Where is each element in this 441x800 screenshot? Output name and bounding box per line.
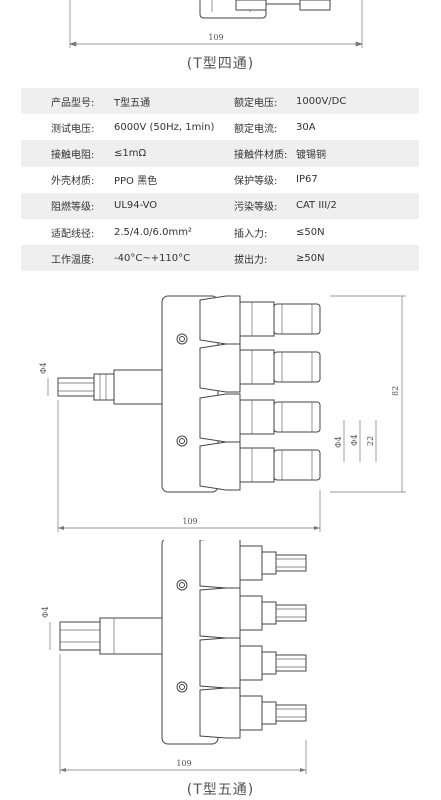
spec-row: 适配线径: 2.5/4.0/6.0mm² 插入力: ≤50N <box>21 219 419 245</box>
spec-value: 30A <box>296 121 316 133</box>
male-outlet <box>199 687 307 739</box>
spec-label: 测试电压: <box>51 123 95 135</box>
d1-dia-right-b: Φ4 <box>350 434 359 446</box>
spec-table: 产品型号:T型五通额定电压:1000V/DC 测试电压: 6000V (50Hz, … <box>21 88 419 272</box>
d1-dim-height: 82 <box>391 386 400 396</box>
d1-dia-left: Φ4 <box>39 362 48 374</box>
spec-value: 6000V (50Hz, 1min) <box>114 121 215 133</box>
female-outlet <box>199 343 321 393</box>
caption-bottom: (T型五通) <box>186 782 255 798</box>
spec-label: 外壳材质: <box>51 176 95 188</box>
spec-value: ≥50N <box>296 245 419 272</box>
d2-dia-left: Φ4 <box>41 606 50 618</box>
top-dim-length: 109 <box>208 33 223 42</box>
female-outlet <box>199 441 321 491</box>
spec-value: PPO 黑色 <box>114 176 158 188</box>
spec-row: 产品型号:T型五通额定电压:1000V/DC <box>21 88 419 115</box>
spec-value: UL94-VO <box>114 192 234 219</box>
spec-value: 1000V/DC <box>296 88 419 115</box>
spec-row: 测试电压: 6000V (50Hz, 1min) 额定电流: 30A <box>21 114 419 140</box>
spec-label: 额定电压: <box>234 88 296 115</box>
caption-top: (T型四通) <box>186 56 255 72</box>
spec-label: 拔出力: <box>234 245 296 272</box>
spec-label: 接触件材质: <box>234 140 296 167</box>
drawing-two: Φ4 109 <box>41 540 307 774</box>
d1-dia-right-a: Φ4 <box>334 436 343 448</box>
spec-label: 额定电流: <box>234 123 278 135</box>
male-outlet <box>199 540 307 589</box>
spec-label: 接触电阻: <box>21 140 114 167</box>
female-outlet <box>199 393 321 443</box>
spec-label: 阻燃等级: <box>21 192 114 219</box>
female-outlet <box>199 295 321 345</box>
male-outlet <box>199 587 307 639</box>
spec-label: 保护等级: <box>234 176 278 188</box>
spec-value: ≤1mΩ <box>114 140 234 167</box>
spec-label: 污染等级: <box>234 192 296 219</box>
d1-pitch: 22 <box>366 436 375 446</box>
spec-value: ≤50N <box>296 226 325 238</box>
spec-label: 产品型号: <box>21 88 114 115</box>
drawing-one: Φ4 82 Φ4 Φ4 22 109 <box>39 295 406 532</box>
spec-value: -40°C~+110°C <box>114 245 234 272</box>
spec-row: 外壳材质: PPO 黑色 保护等级: IP67 <box>21 167 419 193</box>
male-outlet <box>199 637 307 689</box>
spec-label: 插入力: <box>234 228 268 240</box>
d1-dim-length: 109 <box>182 517 197 526</box>
spec-label: 工作温度: <box>21 245 114 272</box>
top-drawing: 109 <box>68 0 364 48</box>
spec-value: T型五通 <box>114 88 234 115</box>
spec-value: 镀锡铜 <box>296 140 419 167</box>
d2-dim-length: 109 <box>176 759 191 768</box>
spec-value: 2.5/4.0/6.0mm² <box>114 226 192 238</box>
spec-label: 适配线径: <box>51 228 95 240</box>
spec-value: CAT III/2 <box>296 192 419 219</box>
spec-value: IP67 <box>296 174 318 186</box>
